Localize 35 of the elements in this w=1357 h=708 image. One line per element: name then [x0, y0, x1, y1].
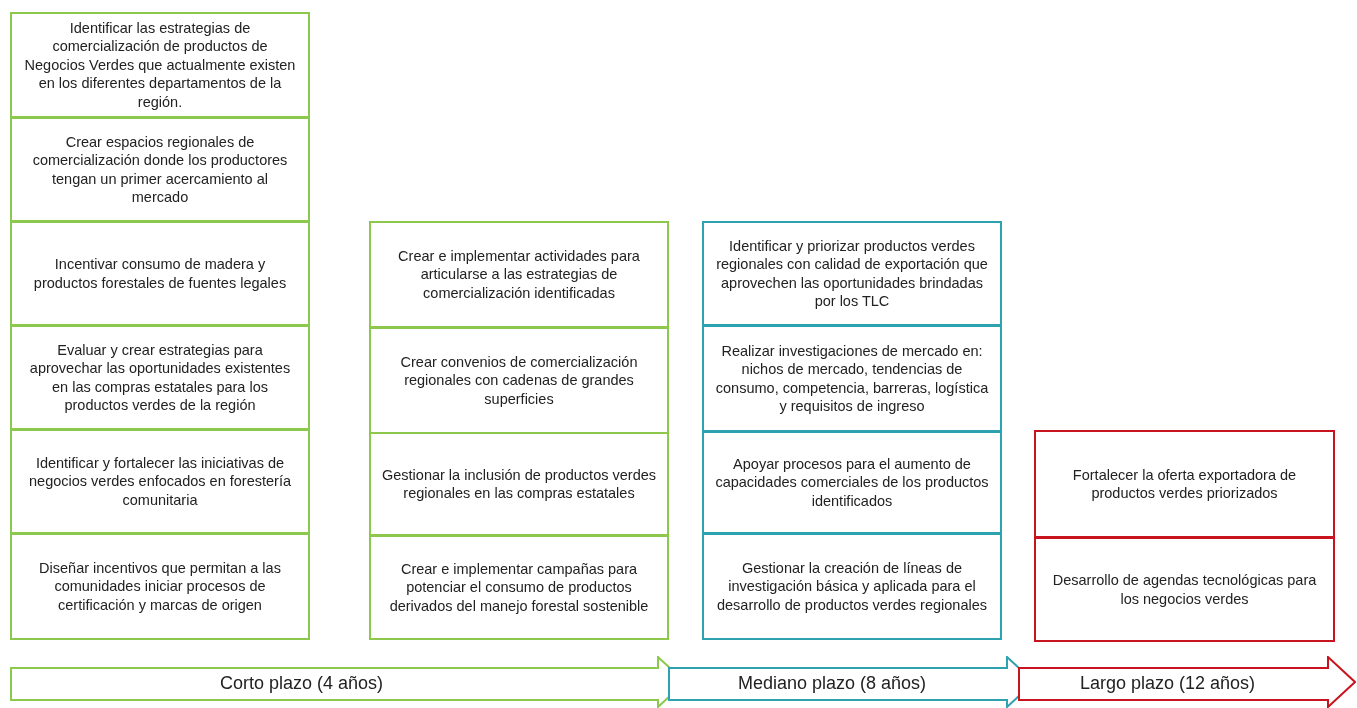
action-box — [702, 533, 1002, 640]
action-box — [369, 221, 669, 328]
action-text: Crear e implementar campañas para potenciar el consumo de productos derivados del manejo forestal sostenible — [388, 559, 650, 616]
action-text: Incentivar consumo de madera y productos forestales de fuentes legales — [32, 255, 288, 292]
action-box — [369, 432, 669, 536]
action-box — [10, 12, 310, 118]
period-label: Largo plazo (12 años) — [1080, 673, 1256, 694]
action-text: Apoyar procesos para el aumento de capacidades comerciales de los productos identificados — [714, 454, 990, 511]
action-box — [10, 429, 310, 534]
action-box — [10, 221, 310, 326]
action-text: Evaluar y crear estrategias para aprovechar las oportunidades existentes en las compras estatales para los productos verdes de la región — [28, 340, 292, 415]
action-text: Desarrollo de agendas tecnológicas para los negocios verdes — [1051, 571, 1318, 608]
action-text: Identificar las estrategias de comercialización de productos de Negocios Verdes que actualmente existen en los diferentes departamentos de la región. — [23, 19, 297, 111]
action-text: Crear e implementar actividades para articularse a las estrategias de comercialización identificadas — [397, 246, 641, 303]
action-text: Crear convenios de comercialización regionales con cadenas de grandes superficies — [399, 352, 639, 409]
action-text: Identificar y fortalecer las iniciativas de negocios verdes enfocados en forestería comunitaria — [28, 453, 292, 510]
action-text: Gestionar la inclusión de productos verdes regionales en las compras estatales — [381, 465, 657, 503]
action-box — [702, 431, 1002, 534]
period-label: Corto plazo (4 años) — [220, 673, 384, 694]
action-box — [369, 327, 669, 434]
action-text: Identificar y priorizar productos verdes regionales con calidad de exportación que aprovechen las oportunidades brindadas por los TLC — [715, 236, 989, 311]
action-box — [1034, 430, 1335, 538]
action-text: Fortalecer la oferta exportadora de productos verdes priorizados — [1071, 465, 1298, 503]
action-text: Gestionar la creación de líneas de investigación básica y aplicada para el desarrollo de productos verdes regionales — [716, 558, 988, 615]
action-text: Crear espacios regionales de comercialización donde los productores tengan un primer acercamiento al mercado — [31, 132, 289, 207]
action-text: Diseñar incentivos que permitan a las comunidades iniciar procesos de certificación y marcas de origen — [38, 558, 282, 615]
action-box — [1034, 537, 1335, 642]
action-box — [10, 117, 310, 222]
action-box — [702, 221, 1002, 326]
action-box — [10, 533, 310, 640]
action-box — [10, 325, 310, 430]
period-label: Mediano plazo (8 años) — [738, 673, 927, 694]
action-box — [702, 325, 1002, 432]
action-text: Realizar investigaciones de mercado en: nichos de mercado, tendencias de consumo, competencia, barreras, logística y requisitos de ingreso — [714, 341, 990, 416]
action-box — [369, 535, 669, 640]
